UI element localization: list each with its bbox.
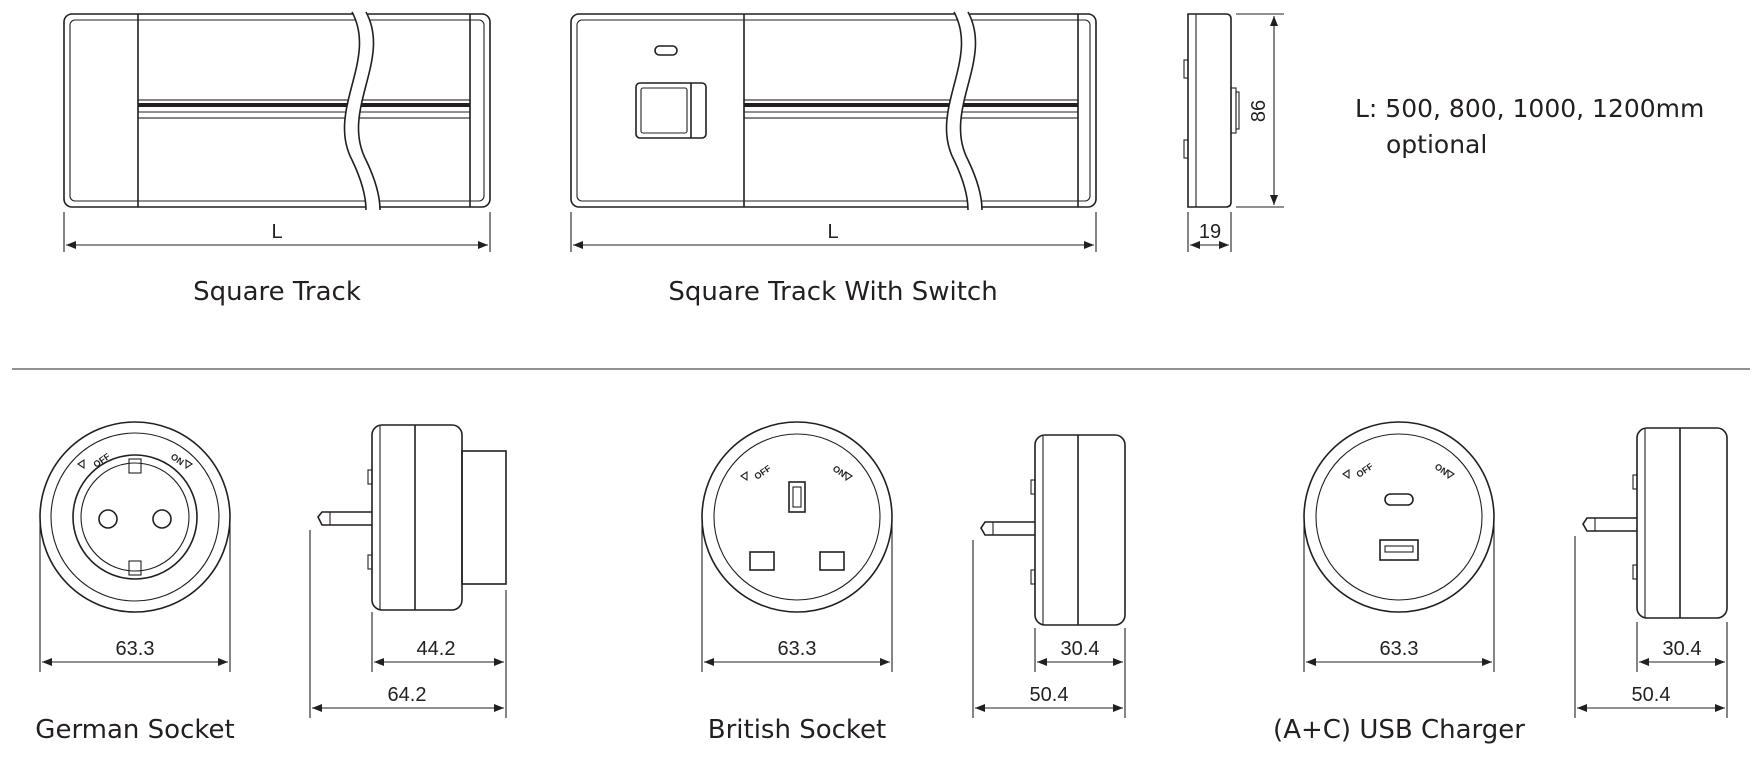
square-track-switch-drawing <box>570 10 1097 252</box>
side-view-height-label: 86 <box>1248 100 1270 122</box>
earth-clip-bottom-icon <box>128 560 142 576</box>
plug-pin-icon <box>980 521 1035 536</box>
plug-pin-icon <box>317 511 372 526</box>
german-on-label: ON <box>169 451 186 467</box>
side-view-depth-label: 19 <box>1199 221 1221 243</box>
british-socket-side-drawing <box>972 434 1126 718</box>
british-body-depth: 30.4 <box>1061 638 1100 660</box>
usb-off-label: OFF <box>1354 461 1375 480</box>
usb-c-port-icon <box>1384 493 1414 506</box>
indicator-led-icon <box>654 45 678 56</box>
square-track-caption: Square Track <box>193 277 361 307</box>
german-body-depth: 44.2 <box>417 638 456 660</box>
british-total-depth: 50.4 <box>1030 684 1069 706</box>
british-front-diameter: 63.3 <box>778 638 817 660</box>
plug-pin-icon <box>1582 517 1637 532</box>
square-track-switch-caption: Square Track With Switch <box>668 277 997 307</box>
german-socket-side-drawing <box>309 424 507 718</box>
british-socket-front-drawing <box>701 421 893 672</box>
usb-charger-side-drawing <box>1574 427 1728 718</box>
length-options-note: L: 500, 800, 1000, 1200mm <box>1355 94 1704 123</box>
usb-total-depth: 50.4 <box>1632 684 1671 706</box>
pin-hole-left-icon <box>98 509 118 529</box>
british-on-label: ON <box>831 463 848 479</box>
neutral-slot-icon <box>819 551 845 571</box>
live-slot-icon <box>749 551 775 571</box>
length-options-optional: optional <box>1386 130 1487 159</box>
german-total-depth: 64.2 <box>388 684 427 706</box>
usb-on-label: ON <box>1433 461 1450 477</box>
square-track-length-label: L <box>271 221 282 243</box>
usb-charger-front-drawing <box>1303 421 1495 672</box>
track-side-view-drawing <box>1183 13 1284 252</box>
on-arrow-icon <box>845 470 853 482</box>
usb-a-port-icon <box>1379 539 1419 561</box>
square-track-drawing <box>63 10 491 252</box>
pin-hole-right-icon <box>152 509 172 529</box>
earth-slot-icon <box>788 481 806 513</box>
german-socket-front-drawing <box>39 421 231 672</box>
british-off-label: OFF <box>752 463 773 482</box>
usb-front-diameter: 63.3 <box>1380 638 1419 660</box>
usb-body-depth: 30.4 <box>1663 638 1702 660</box>
off-arrow-icon <box>1342 468 1350 480</box>
rocker-switch-icon <box>635 82 707 139</box>
off-arrow-icon <box>740 470 748 482</box>
on-arrow-icon <box>1447 468 1455 480</box>
usb-charger-caption: (A+C) USB Charger <box>1273 715 1525 745</box>
british-socket-caption: British Socket <box>708 715 886 745</box>
square-track-switch-length-label: L <box>827 221 838 243</box>
german-socket-caption: German Socket <box>35 715 234 745</box>
on-arrow-icon <box>185 458 193 470</box>
german-front-diameter: 63.3 <box>116 638 155 660</box>
german-off-label: OFF <box>91 451 112 470</box>
off-arrow-icon <box>77 458 85 470</box>
earth-clip-top-icon <box>128 458 142 474</box>
